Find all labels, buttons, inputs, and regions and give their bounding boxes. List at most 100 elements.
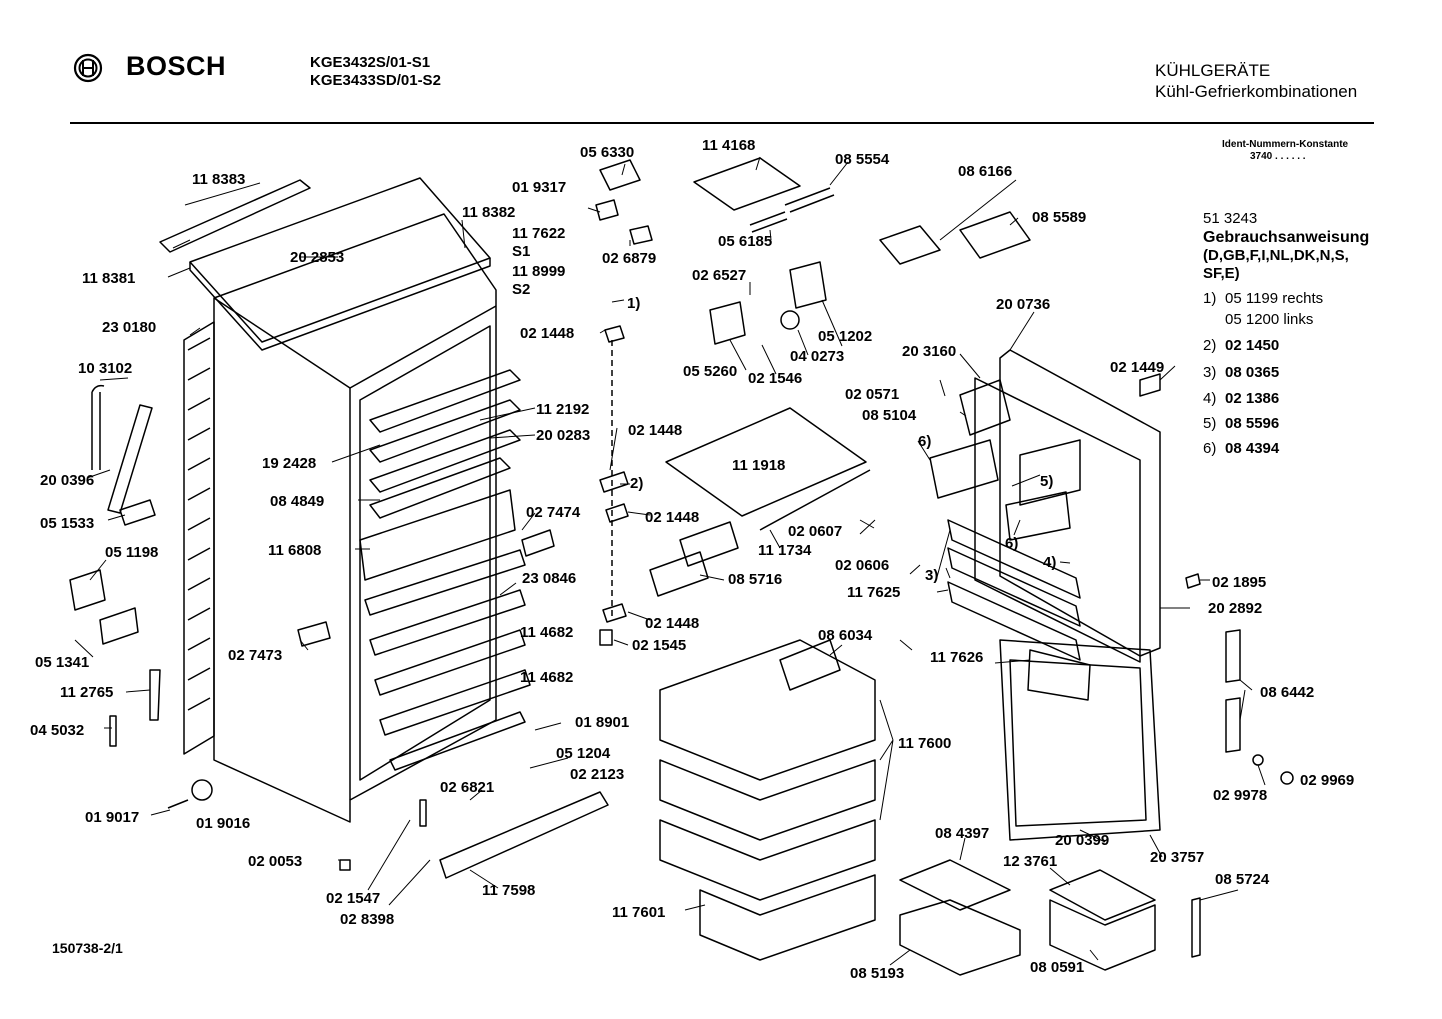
hinge-1 [604,325,625,343]
model-number-2: KGE3433SD/01-S2 [310,72,441,89]
freezer-door-liner [1009,659,1147,827]
part-label: 20 2853 [290,249,344,266]
part-label: 02 7473 [228,647,282,664]
bracket-027474 [521,529,555,557]
part-label: 02 1449 [1110,359,1164,376]
part-label: 4) [1043,554,1056,571]
bracket-027473 [297,621,331,647]
hinge-3 [605,503,629,523]
part-label: 04 5032 [30,722,84,739]
category-title: KÜHLGERÄTE [1155,61,1271,80]
part-label: 02 2123 [570,766,624,783]
header-divider [70,122,1374,124]
part-label: 02 0053 [248,853,302,870]
hinge-cap [1139,373,1161,397]
part-label: 20 2892 [1208,600,1262,617]
kick-grille [439,791,609,879]
footnote-6-text: 08 4394 [1225,440,1280,457]
part-label: 12 3761 [1003,853,1057,870]
part-label: 02 0571 [845,386,899,403]
part-label: 04 0273 [790,348,844,365]
part-label: 05 6330 [580,144,634,161]
footnote-6-key: 6) [1203,440,1217,457]
ice-tray-frame [899,859,1011,911]
part-label: 20 3160 [902,343,956,360]
footnote-4-text: 02 1386 [1225,390,1280,407]
part-label: 02 9969 [1300,772,1354,789]
door-bin-5 [1019,439,1081,506]
crisper-box [359,489,516,581]
fridge-door-outer [999,349,1161,657]
cabinet-body [213,213,497,823]
part-label: 05 1341 [35,654,89,671]
side-strip [107,404,153,514]
part-label: 11 7625 [847,584,900,601]
part-label: 11 8382 [462,204,515,221]
part-label: 23 0180 [102,319,156,336]
part-label: 02 1448 [645,509,699,526]
drawer-divider [779,639,841,691]
part-label: 23 0846 [522,570,576,587]
wire-shelf-3 [374,629,526,696]
part-label: 08 5589 [1032,209,1086,226]
hinge-bracket-1 [1225,629,1241,683]
part-label: 6) [918,433,931,450]
screw-021895 [1185,573,1201,589]
part-label: 02 1546 [748,370,802,387]
part-label: 08 6034 [818,627,873,644]
part-label: S1 [512,243,530,260]
hinge-pin [419,799,427,827]
part-label: 08 5554 [835,151,890,168]
part-label: 08 0591 [1030,959,1084,976]
condenser-coil [183,321,215,755]
part-label: 08 4397 [935,825,989,842]
freezer-drawer-3 [659,819,876,901]
part-label: 11 7600 [898,735,951,752]
footnote-5-text: 08 5596 [1225,415,1280,432]
coil-loops [187,337,211,711]
door-rail-2 [947,547,1081,627]
thermostat-housing [709,301,746,345]
cabinet-side-top [213,297,351,389]
part-label: 01 9317 [512,179,566,196]
manual-number: 51 3243 [1203,210,1258,227]
footnote-1-key: 1) [1203,290,1217,307]
shelf-1 [369,369,521,433]
part-label: S2 [512,281,530,298]
leveling-foot [339,859,351,871]
part-label: 02 1448 [628,422,682,439]
light-strip-1 [784,187,835,213]
top-cover-edge [189,258,491,351]
footnote-1b-text: 05 1200 links [1225,311,1314,328]
part-label: 20 0283 [536,427,590,444]
part-label: 6) [1005,535,1018,552]
part-label: 02 7474 [526,504,581,521]
door-rail-3 [947,581,1081,661]
door-rail-1 [947,519,1081,599]
ice-cube-tray [1049,869,1156,921]
part-label: 11 2192 [536,401,589,418]
switch-part [595,199,619,221]
part-label: 05 1202 [818,328,872,345]
part-label: 02 1895 [1212,574,1266,591]
ice-scraper [1191,897,1201,958]
door-bin-6b [1005,491,1071,541]
part-label: 05 5260 [683,363,737,380]
glass-shelf [665,407,867,517]
part-label: 11 6808 [268,542,321,559]
drain-tube [91,384,105,470]
door-shelf-top [959,379,1011,436]
part-label: 02 1448 [520,325,574,342]
part-label: 02 1448 [645,615,699,632]
part-label: 02 9978 [1213,787,1267,804]
small-pin [109,715,117,747]
egg-tray [959,211,1031,259]
footnote-3-key: 3) [1203,364,1217,381]
shelf-trim [759,469,871,531]
cabinet-interior [359,325,491,781]
part-label: 11 7622 [512,225,565,242]
bosch-logo [72,52,104,89]
part-label: 02 1547 [326,890,380,907]
footnote-5-key: 5) [1203,415,1217,432]
